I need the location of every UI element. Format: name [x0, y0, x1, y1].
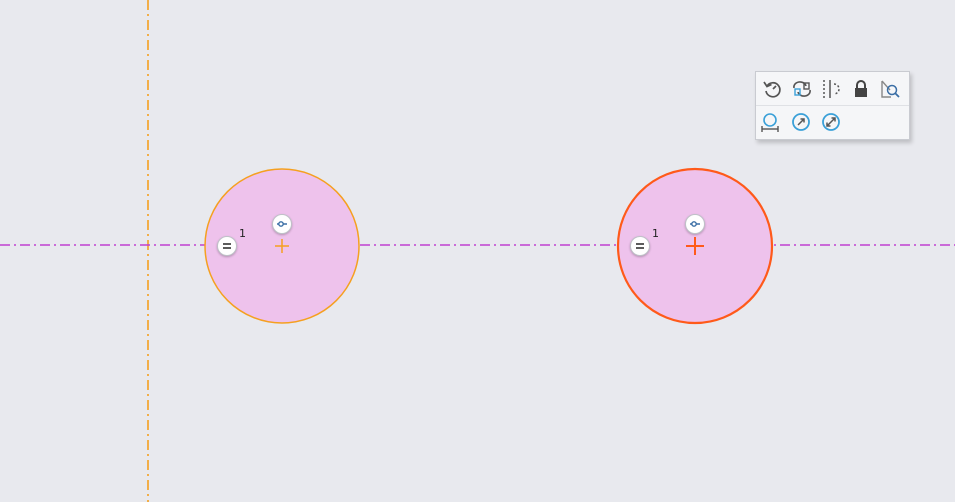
center-mark-left[interactable] [275, 239, 289, 253]
equal-icon [636, 243, 644, 249]
diameter-button[interactable] [818, 109, 844, 135]
equal-icon [223, 243, 231, 249]
symmetric-icon [823, 80, 840, 98]
dimension-diameter-icon [761, 113, 779, 132]
rotate-button[interactable] [760, 76, 786, 102]
mini-toolbar-row-1 [756, 72, 909, 106]
circle-left[interactable] [204, 168, 360, 324]
rotate-icon [763, 81, 781, 98]
mini-toolbar [755, 71, 910, 140]
zoom-fit-icon [881, 80, 900, 98]
symmetric-button[interactable] [818, 76, 844, 102]
center-mark-right[interactable] [686, 237, 704, 255]
point-on-entity-badge-right[interactable] [685, 214, 705, 234]
point-on-line-icon [690, 221, 700, 227]
mini-toolbar-row-2 [756, 105, 909, 138]
dimension-diameter-button[interactable] [757, 109, 783, 135]
lock-button[interactable] [848, 76, 874, 102]
point-on-line-icon [277, 221, 287, 227]
constraint-index-left: 1 [239, 227, 246, 240]
zoom-fit-button[interactable] [877, 76, 903, 102]
radius-button[interactable] [788, 109, 814, 135]
radius-icon [792, 113, 810, 131]
lock-icon [855, 80, 867, 97]
circle-right[interactable] [616, 167, 774, 325]
equal-constraint-badge-left[interactable] [217, 236, 237, 256]
equal-constraint-badge-right[interactable] [630, 236, 650, 256]
constraint-index-right: 1 [652, 227, 659, 240]
mirror-icon [793, 81, 811, 97]
diameter-icon [822, 113, 840, 131]
mirror-button[interactable] [789, 76, 815, 102]
point-on-entity-badge-left[interactable] [272, 214, 292, 234]
